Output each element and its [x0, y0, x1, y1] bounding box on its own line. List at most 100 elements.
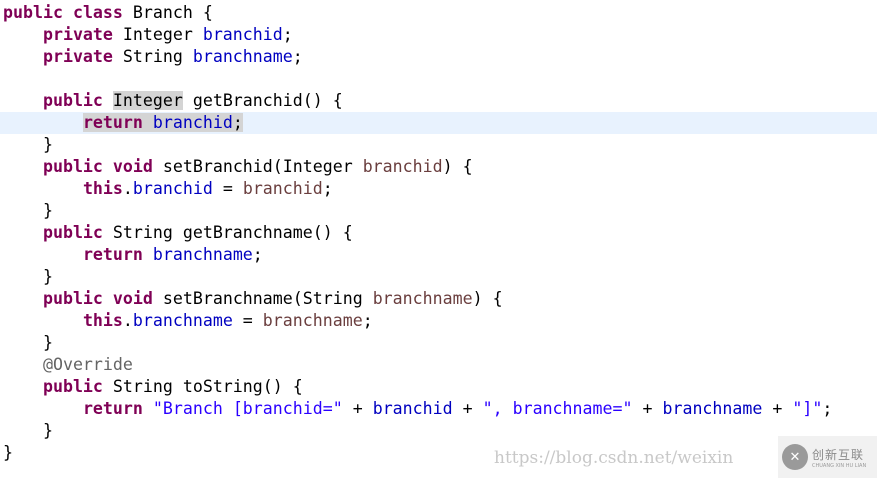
code-token: branchid: [362, 157, 443, 176]
code-token: [3, 311, 83, 330]
code-token: return: [82, 399, 143, 418]
code-token: public: [42, 91, 103, 110]
code-line[interactable]: return branchname;: [0, 244, 877, 266]
code-token: [3, 91, 43, 110]
code-token: }: [3, 135, 53, 154]
code-line[interactable]: public class Branch {: [0, 2, 877, 24]
code-token: setBranchid(Integer: [152, 157, 363, 176]
code-token: branchid: [202, 25, 283, 44]
code-token: .: [122, 311, 133, 330]
code-line[interactable]: public void setBranchid(Integer branchid…: [0, 156, 877, 178]
code-token: branchname: [372, 289, 473, 308]
code-token: ;: [362, 311, 373, 330]
code-token: this: [82, 311, 123, 330]
logo-name-en: CHUANG XIN HU LIAN: [812, 462, 867, 469]
code-token: ) {: [442, 157, 473, 176]
code-token: private: [42, 25, 113, 44]
code-token: public: [3, 3, 63, 22]
code-line[interactable]: public Integer getBranchid() {: [0, 90, 877, 112]
code-token: branchid: [242, 179, 323, 198]
code-token: getBranchid() {: [182, 91, 343, 110]
code-token: public: [42, 289, 103, 308]
code-token: String toString() {: [102, 377, 303, 396]
code-token: void: [112, 157, 153, 176]
code-token: Integer: [112, 91, 183, 110]
code-line[interactable]: }: [0, 332, 877, 354]
code-token: .: [122, 179, 133, 198]
code-token: public: [42, 157, 103, 176]
code-line[interactable]: @Override: [0, 354, 877, 376]
code-token: public: [42, 377, 103, 396]
code-token: [143, 399, 153, 418]
code-token: [3, 399, 83, 418]
code-token: branchname: [152, 245, 253, 264]
code-token: [3, 47, 43, 66]
code-token: ;: [252, 245, 263, 264]
code-token: return: [82, 245, 143, 264]
code-token: [103, 91, 113, 110]
code-token: branchname: [132, 311, 233, 330]
code-token: @Override: [42, 355, 133, 374]
code-token: [3, 157, 43, 176]
code-token: [3, 289, 43, 308]
code-token: "]": [792, 399, 823, 418]
code-token: branchid: [152, 113, 233, 132]
code-token: ;: [322, 179, 333, 198]
code-token: ;: [232, 113, 243, 132]
code-token: ;: [822, 399, 833, 418]
code-token: [103, 157, 113, 176]
code-line[interactable]: private Integer branchid;: [0, 24, 877, 46]
code-token: public: [42, 223, 103, 242]
code-token: [3, 245, 83, 264]
code-token: Integer: [112, 25, 203, 44]
code-line[interactable]: private String branchname;: [0, 46, 877, 68]
code-line[interactable]: return "Branch [branchid=" + branchid + …: [0, 398, 877, 420]
code-line[interactable]: [0, 68, 877, 90]
code-token: [103, 289, 113, 308]
code-line[interactable]: return branchid;: [0, 112, 877, 134]
code-line[interactable]: public void setBranchname(String branchn…: [0, 288, 877, 310]
code-token: [63, 3, 73, 22]
code-token: +: [762, 399, 793, 418]
code-line[interactable]: public String getBranchname() {: [0, 222, 877, 244]
brand-logo: ✕ 创新互联 CHUANG XIN HU LIAN: [778, 436, 877, 478]
code-token: [3, 25, 43, 44]
code-token: branchid: [372, 399, 453, 418]
code-token: ) {: [472, 289, 503, 308]
code-token: String: [112, 47, 193, 66]
code-token: private: [42, 47, 113, 66]
code-token: class: [72, 3, 123, 22]
code-token: ;: [282, 25, 293, 44]
code-token: +: [342, 399, 373, 418]
code-token: =: [212, 179, 243, 198]
code-token: [3, 113, 83, 132]
code-token: }: [3, 421, 53, 440]
code-token: }: [3, 333, 53, 352]
code-token: [3, 377, 43, 396]
code-line[interactable]: }: [0, 420, 877, 442]
code-line[interactable]: }: [0, 266, 877, 288]
code-token: +: [452, 399, 483, 418]
code-token: ", branchname=": [482, 399, 633, 418]
code-line[interactable]: this.branchid = branchid;: [0, 178, 877, 200]
code-line[interactable]: }: [0, 442, 877, 464]
code-token: Branch {: [122, 3, 213, 22]
code-token: return: [82, 113, 143, 132]
code-token: [3, 179, 83, 198]
csdn-watermark: https://blog.csdn.net/weixin: [494, 448, 734, 468]
code-line[interactable]: }: [0, 200, 877, 222]
code-line[interactable]: public String toString() {: [0, 376, 877, 398]
code-token: void: [112, 289, 153, 308]
code-token: branchname: [662, 399, 763, 418]
code-token: }: [3, 201, 53, 220]
code-token: [3, 223, 43, 242]
code-token: branchid: [132, 179, 213, 198]
chuangxin-logo-icon: ✕: [782, 444, 808, 470]
code-token: +: [632, 399, 663, 418]
code-token: [3, 355, 43, 374]
code-token: this: [82, 179, 123, 198]
code-token: branchname: [192, 47, 293, 66]
code-line[interactable]: }: [0, 134, 877, 156]
code-line[interactable]: this.branchname = branchname;: [0, 310, 877, 332]
